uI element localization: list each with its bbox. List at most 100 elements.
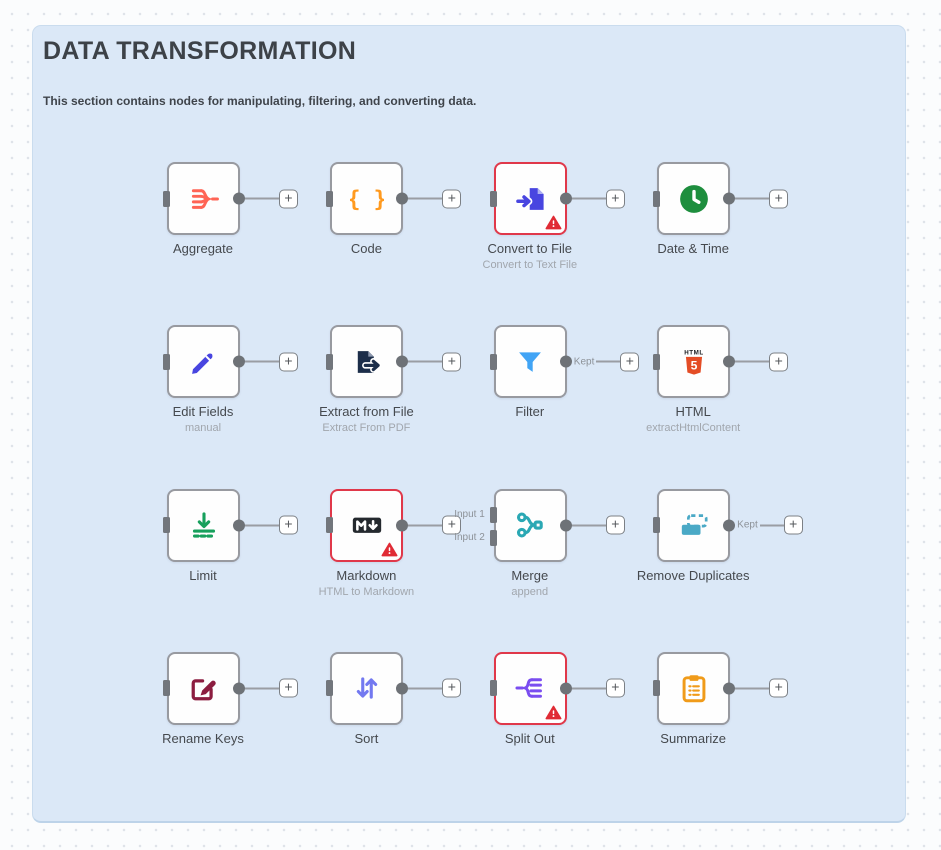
add-node-button[interactable]: + xyxy=(605,515,625,535)
node-card-limit[interactable]: + xyxy=(163,488,298,562)
remove-duplicates-icon xyxy=(677,508,711,542)
input-connector[interactable] xyxy=(489,506,497,523)
output-assembly: + xyxy=(396,352,462,372)
split-out-icon xyxy=(513,671,547,705)
input-connector[interactable] xyxy=(653,517,661,534)
node-card-summarize[interactable]: + xyxy=(653,651,789,725)
output-connector[interactable] xyxy=(396,682,409,695)
node-card-aggregate[interactable]: + xyxy=(163,162,298,235)
output-connector[interactable] xyxy=(233,519,245,532)
warning-icon xyxy=(381,542,398,556)
add-node-button[interactable]: + xyxy=(279,515,298,535)
node-card-split-out[interactable]: + xyxy=(489,651,625,725)
node-card-convert-to-file[interactable]: + xyxy=(489,162,625,235)
node-card-extract-from-file[interactable]: + xyxy=(326,325,462,399)
output-connector[interactable] xyxy=(559,519,572,532)
node-card-remove-duplicates[interactable]: Kept + xyxy=(653,488,803,562)
connection-wire xyxy=(571,197,606,200)
input-connector[interactable] xyxy=(653,680,661,697)
add-node-button[interactable]: + xyxy=(442,678,462,698)
add-node-button[interactable]: + xyxy=(442,189,462,208)
add-node-button[interactable]: + xyxy=(442,352,462,372)
add-node-button[interactable]: + xyxy=(279,352,298,372)
sort-icon xyxy=(350,671,384,705)
output-connector[interactable] xyxy=(396,519,409,532)
node-label: Rename Keys xyxy=(162,730,244,746)
filter-icon xyxy=(513,345,547,379)
output-assembly: + xyxy=(233,678,298,698)
output-connector[interactable] xyxy=(559,355,572,368)
input-connector[interactable] xyxy=(163,190,170,207)
node-card-html[interactable]: HTML 5 + xyxy=(653,325,789,399)
output-connector[interactable] xyxy=(396,192,409,205)
output-connector[interactable] xyxy=(723,192,736,205)
output-connector[interactable] xyxy=(723,519,736,532)
node-label: Date & Time xyxy=(657,241,729,256)
output-connector[interactable] xyxy=(559,192,572,205)
output-connector[interactable] xyxy=(233,682,245,695)
output-connector[interactable] xyxy=(233,192,245,205)
node-card-filter[interactable]: Kept + xyxy=(489,325,640,399)
input-connector[interactable] xyxy=(653,190,661,207)
input-connector[interactable] xyxy=(163,680,170,697)
add-node-button[interactable]: + xyxy=(620,352,640,372)
input-connector[interactable] xyxy=(489,190,497,207)
input-connector[interactable] xyxy=(653,353,661,370)
node-label: Edit Fields xyxy=(172,404,234,420)
add-node-button[interactable]: + xyxy=(279,678,298,698)
output-connector[interactable] xyxy=(559,682,572,695)
node-card-date-time[interactable]: + xyxy=(653,162,789,235)
node-label: Sort xyxy=(354,730,379,746)
input-connector[interactable] xyxy=(326,190,334,207)
connection-wire xyxy=(571,687,606,690)
node-sublabel: HTML to Markdown xyxy=(318,585,415,598)
input-connector[interactable] xyxy=(163,353,170,370)
input-connector[interactable] xyxy=(489,680,497,697)
node-cell-sort: + Sort xyxy=(326,651,493,815)
node-cell-markdown: + Markdown HTML to Markdown xyxy=(319,488,493,652)
node-card-markdown[interactable]: + xyxy=(326,488,462,562)
add-node-button[interactable]: + xyxy=(769,189,789,208)
node-label: Summarize xyxy=(660,730,727,746)
add-node-button[interactable]: + xyxy=(442,515,462,535)
rename-keys-icon xyxy=(187,671,221,705)
output-connector[interactable] xyxy=(233,355,245,368)
input-connector[interactable] xyxy=(326,517,334,534)
add-node-button[interactable]: + xyxy=(783,515,803,535)
extract-from-file-icon xyxy=(350,345,384,379)
add-node-button[interactable]: + xyxy=(279,189,298,208)
output-assembly: + xyxy=(396,678,462,698)
summarize-icon xyxy=(677,671,711,705)
output-assembly: + xyxy=(723,189,789,208)
node-sublabel: manual xyxy=(184,422,222,435)
output-connector[interactable] xyxy=(396,355,409,368)
node-card-sort[interactable]: + xyxy=(326,651,462,725)
add-node-button[interactable]: + xyxy=(769,352,789,372)
input-label: Input 1 xyxy=(454,508,485,520)
limit-icon xyxy=(187,508,221,542)
output-label: Kept xyxy=(737,519,758,531)
input-connector[interactable] xyxy=(326,353,334,370)
output-label: Kept xyxy=(573,356,595,368)
input-connector[interactable] xyxy=(163,517,170,534)
node-card-rename-keys[interactable]: + xyxy=(163,651,298,725)
add-node-button[interactable]: + xyxy=(769,678,789,698)
output-assembly: Kept + xyxy=(723,515,803,535)
html5-icon: HTML 5 xyxy=(677,345,711,379)
date-time-icon xyxy=(677,182,711,216)
add-node-button[interactable]: + xyxy=(605,678,625,698)
output-connector[interactable] xyxy=(723,355,736,368)
node-card-edit-fields[interactable]: + xyxy=(163,325,298,399)
connection-wire xyxy=(596,360,621,363)
output-connector[interactable] xyxy=(723,682,736,695)
node-card-code[interactable]: { } + xyxy=(326,162,462,235)
svg-text:{ }: { } xyxy=(350,187,384,212)
add-node-button[interactable]: + xyxy=(605,189,625,208)
input-connector[interactable] xyxy=(326,680,334,697)
input-connector[interactable] xyxy=(489,529,497,546)
connection-wire xyxy=(245,524,279,527)
code-icon: { } xyxy=(350,182,384,216)
input-connector[interactable] xyxy=(489,353,497,370)
